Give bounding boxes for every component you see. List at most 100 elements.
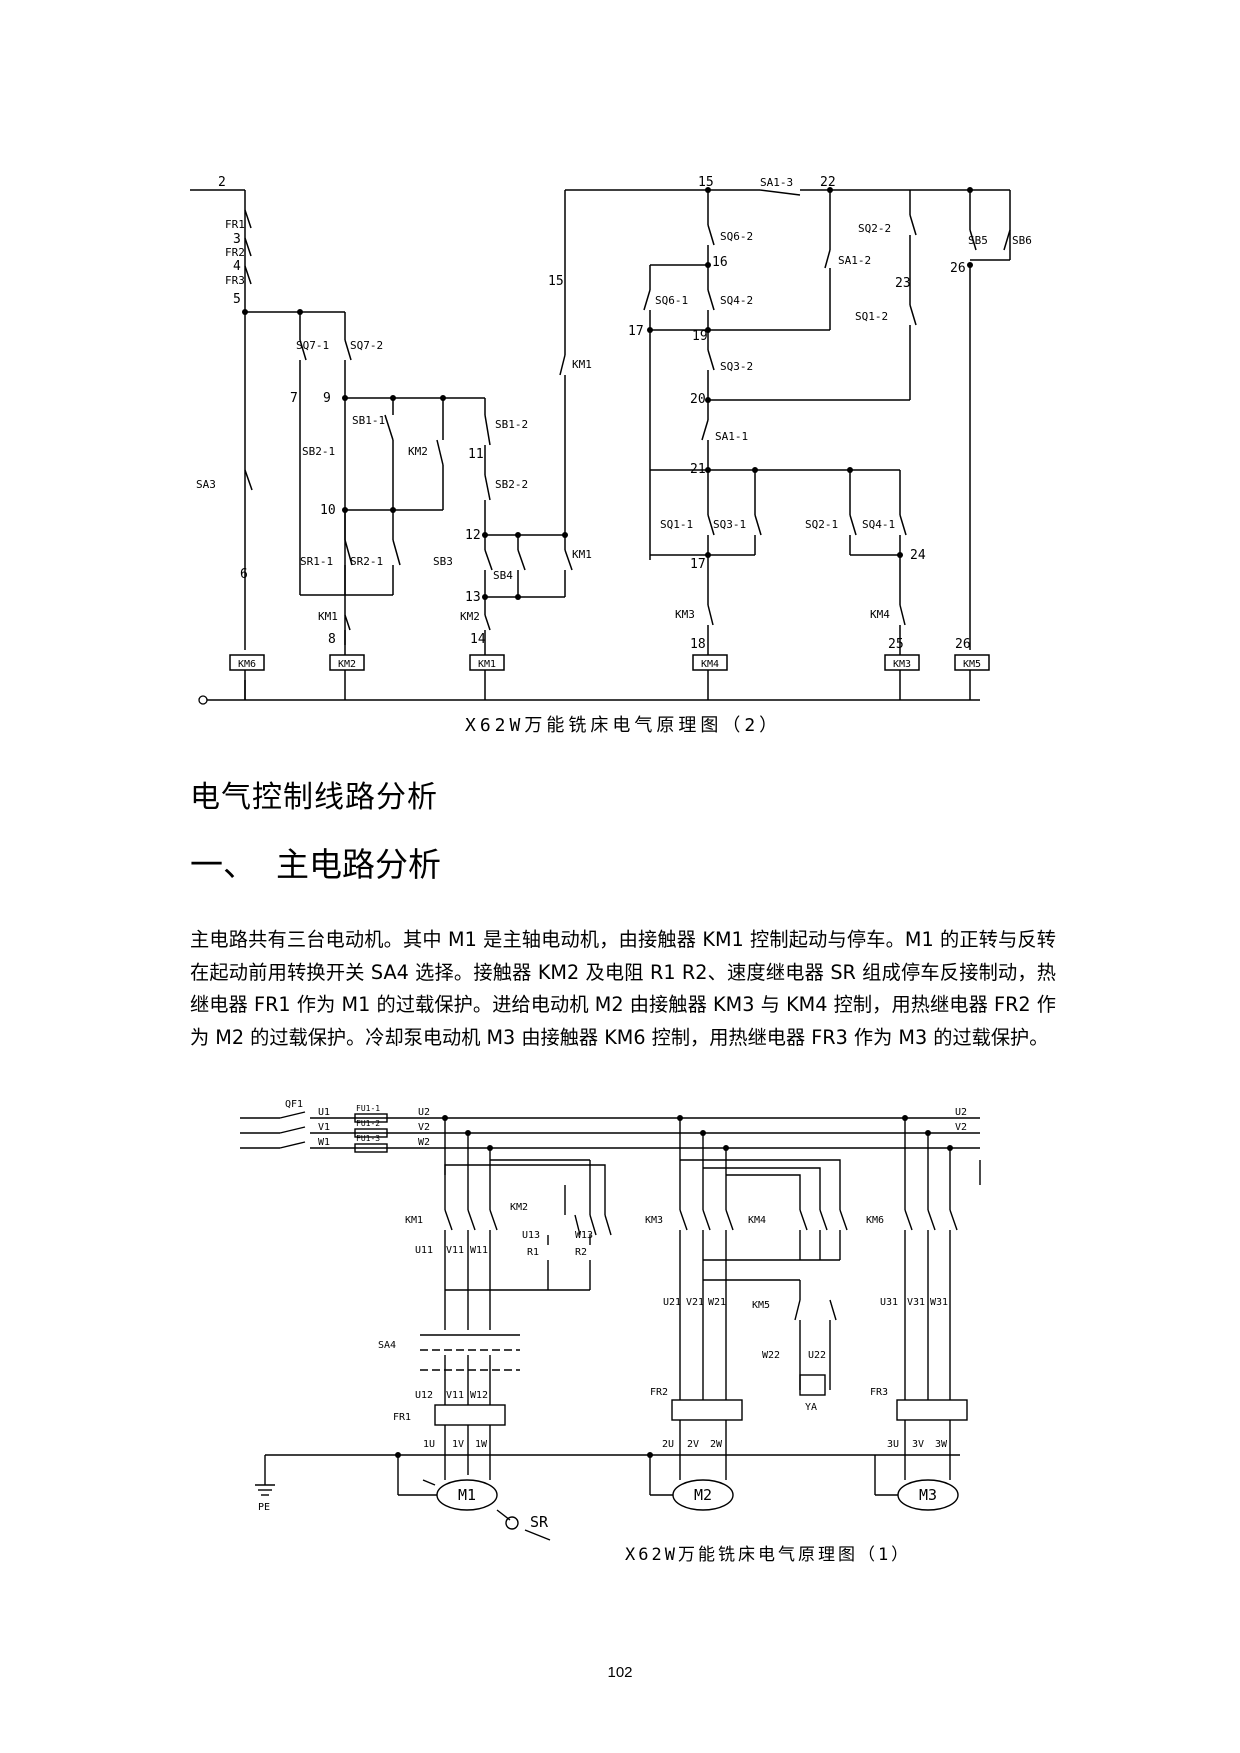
motor-m3-label: M3 <box>919 1486 937 1504</box>
node-label: 16 <box>712 255 728 270</box>
d1-label: 3U <box>887 1439 899 1450</box>
coil-label: KM1 <box>478 659 496 670</box>
node-label: 26 <box>950 261 966 276</box>
contact-label: SR1-1 <box>300 555 333 568</box>
contact-label: KM2 <box>460 610 480 623</box>
node-label: 8 <box>328 632 336 647</box>
contact-label: SQ1-1 <box>660 518 693 531</box>
d1-label: V11 <box>446 1390 464 1401</box>
contact-label: KM1 <box>572 358 592 371</box>
node-label: 9 <box>323 391 331 406</box>
d1-label: KM2 <box>510 1202 528 1213</box>
contact-label: KM1 <box>318 610 338 623</box>
coil-label: KM6 <box>238 659 256 670</box>
coil-label: KM3 <box>893 659 911 670</box>
d1-label: U1 <box>318 1107 330 1118</box>
contact-label: SB2-1 <box>302 445 335 458</box>
node-label: 14 <box>470 632 486 647</box>
d1-label: W1 <box>318 1137 330 1148</box>
d1-label: R2 <box>575 1247 587 1258</box>
d1-label: QF1 <box>285 1099 303 1110</box>
sr-label: SR <box>530 1513 549 1531</box>
d1-label: V2 <box>955 1122 967 1133</box>
d1-label: 1V <box>452 1439 464 1450</box>
contact-label: FR1 <box>225 218 245 231</box>
contact-label: SQ6-1 <box>655 294 688 307</box>
contact-label: SQ4-2 <box>720 294 753 307</box>
contact-label: SQ6-2 <box>720 230 753 243</box>
node-label: 17 <box>628 324 644 339</box>
node-label: 5 <box>233 292 241 307</box>
d1-label: 1U <box>423 1439 435 1450</box>
d1-label: U2 <box>418 1107 430 1118</box>
d1-label: FU1-3 <box>356 1134 380 1143</box>
d1-label: 2W <box>710 1439 723 1450</box>
diagram-caption: X62W万能铣床电气原理图（1） <box>625 1545 911 1565</box>
d1-label: V31 <box>907 1297 925 1308</box>
node-label: 7 <box>290 391 298 406</box>
contact-label: SQ3-1 <box>713 518 746 531</box>
contact-label: SQ3-2 <box>720 360 753 373</box>
d1-label: U13 <box>522 1230 540 1241</box>
contact-label: SQ2-2 <box>858 222 891 235</box>
d1-label: U22 <box>808 1350 826 1361</box>
d1-label: V2 <box>418 1122 430 1133</box>
node-label: 18 <box>690 637 706 652</box>
contact-label: KM4 <box>870 608 890 621</box>
d1-label: FR2 <box>650 1387 668 1398</box>
section-number: 一、 <box>190 845 256 884</box>
d1-label: U31 <box>880 1297 898 1308</box>
node-label: 25 <box>888 637 904 652</box>
contact-label: SA1-1 <box>715 430 748 443</box>
d1-label: U11 <box>415 1245 433 1256</box>
d1-label: FU1-2 <box>356 1119 380 1128</box>
contact-label: SA3 <box>196 478 216 491</box>
page-number: 102 <box>607 1664 633 1681</box>
d1-label: FR1 <box>393 1412 411 1423</box>
contact-label: SB1-2 <box>495 418 528 431</box>
d1-label: U12 <box>415 1390 433 1401</box>
contact-label: SB2-2 <box>495 478 528 491</box>
d1-label: W2 <box>418 1137 430 1148</box>
d1-label: W12 <box>470 1390 488 1401</box>
motor-m2-label: M2 <box>694 1486 712 1504</box>
contact-label: SA1-2 <box>838 254 871 267</box>
circuit-diagram-2: 2 3 4 5 7 9 6 10 11 12 13 14 8 15 15 16 … <box>190 175 1032 736</box>
d1-label: YA <box>805 1402 817 1413</box>
node-label: 3 <box>233 232 241 247</box>
main-heading: 电气控制线路分析 <box>190 780 438 815</box>
contact-label: FR3 <box>225 274 245 287</box>
contact-label: SQ2-1 <box>805 518 838 531</box>
d1-label: U21 <box>663 1297 681 1308</box>
node-label: 10 <box>320 503 336 518</box>
d1-label: V1 <box>318 1122 330 1133</box>
contact-label: SQ4-1 <box>862 518 895 531</box>
diagram-caption: X62W万能铣床电气原理图（2） <box>465 715 781 736</box>
d1-label: KM1 <box>405 1215 423 1226</box>
contact-label: SB5 <box>968 234 988 247</box>
node-label: 12 <box>465 528 481 543</box>
node-label: 21 <box>690 462 706 477</box>
d1-label: U2 <box>955 1107 967 1118</box>
d1-label: KM5 <box>752 1300 770 1311</box>
node-label: 15 <box>548 274 564 289</box>
d1-label: FU1-1 <box>356 1104 380 1113</box>
d1-label: 3V <box>912 1439 924 1450</box>
d1-label: KM4 <box>748 1215 766 1226</box>
d1-label: 1W <box>475 1439 488 1450</box>
node-label: 2 <box>218 175 226 190</box>
coil-label: KM2 <box>338 659 356 670</box>
coil-label: KM4 <box>701 659 719 670</box>
node-label: 17 <box>690 557 706 572</box>
d1-label: W13 <box>575 1230 593 1241</box>
contact-label: SB4 <box>493 569 513 582</box>
d1-label: 2V <box>687 1439 699 1450</box>
d1-label: FR3 <box>870 1387 888 1398</box>
node-label: 26 <box>955 637 971 652</box>
node-label: 4 <box>233 259 241 274</box>
node-label: 24 <box>910 548 926 563</box>
d1-label: W22 <box>762 1350 780 1361</box>
d1-label: R1 <box>527 1247 539 1258</box>
node-label: 6 <box>240 567 248 582</box>
d1-label: PE <box>258 1502 270 1513</box>
